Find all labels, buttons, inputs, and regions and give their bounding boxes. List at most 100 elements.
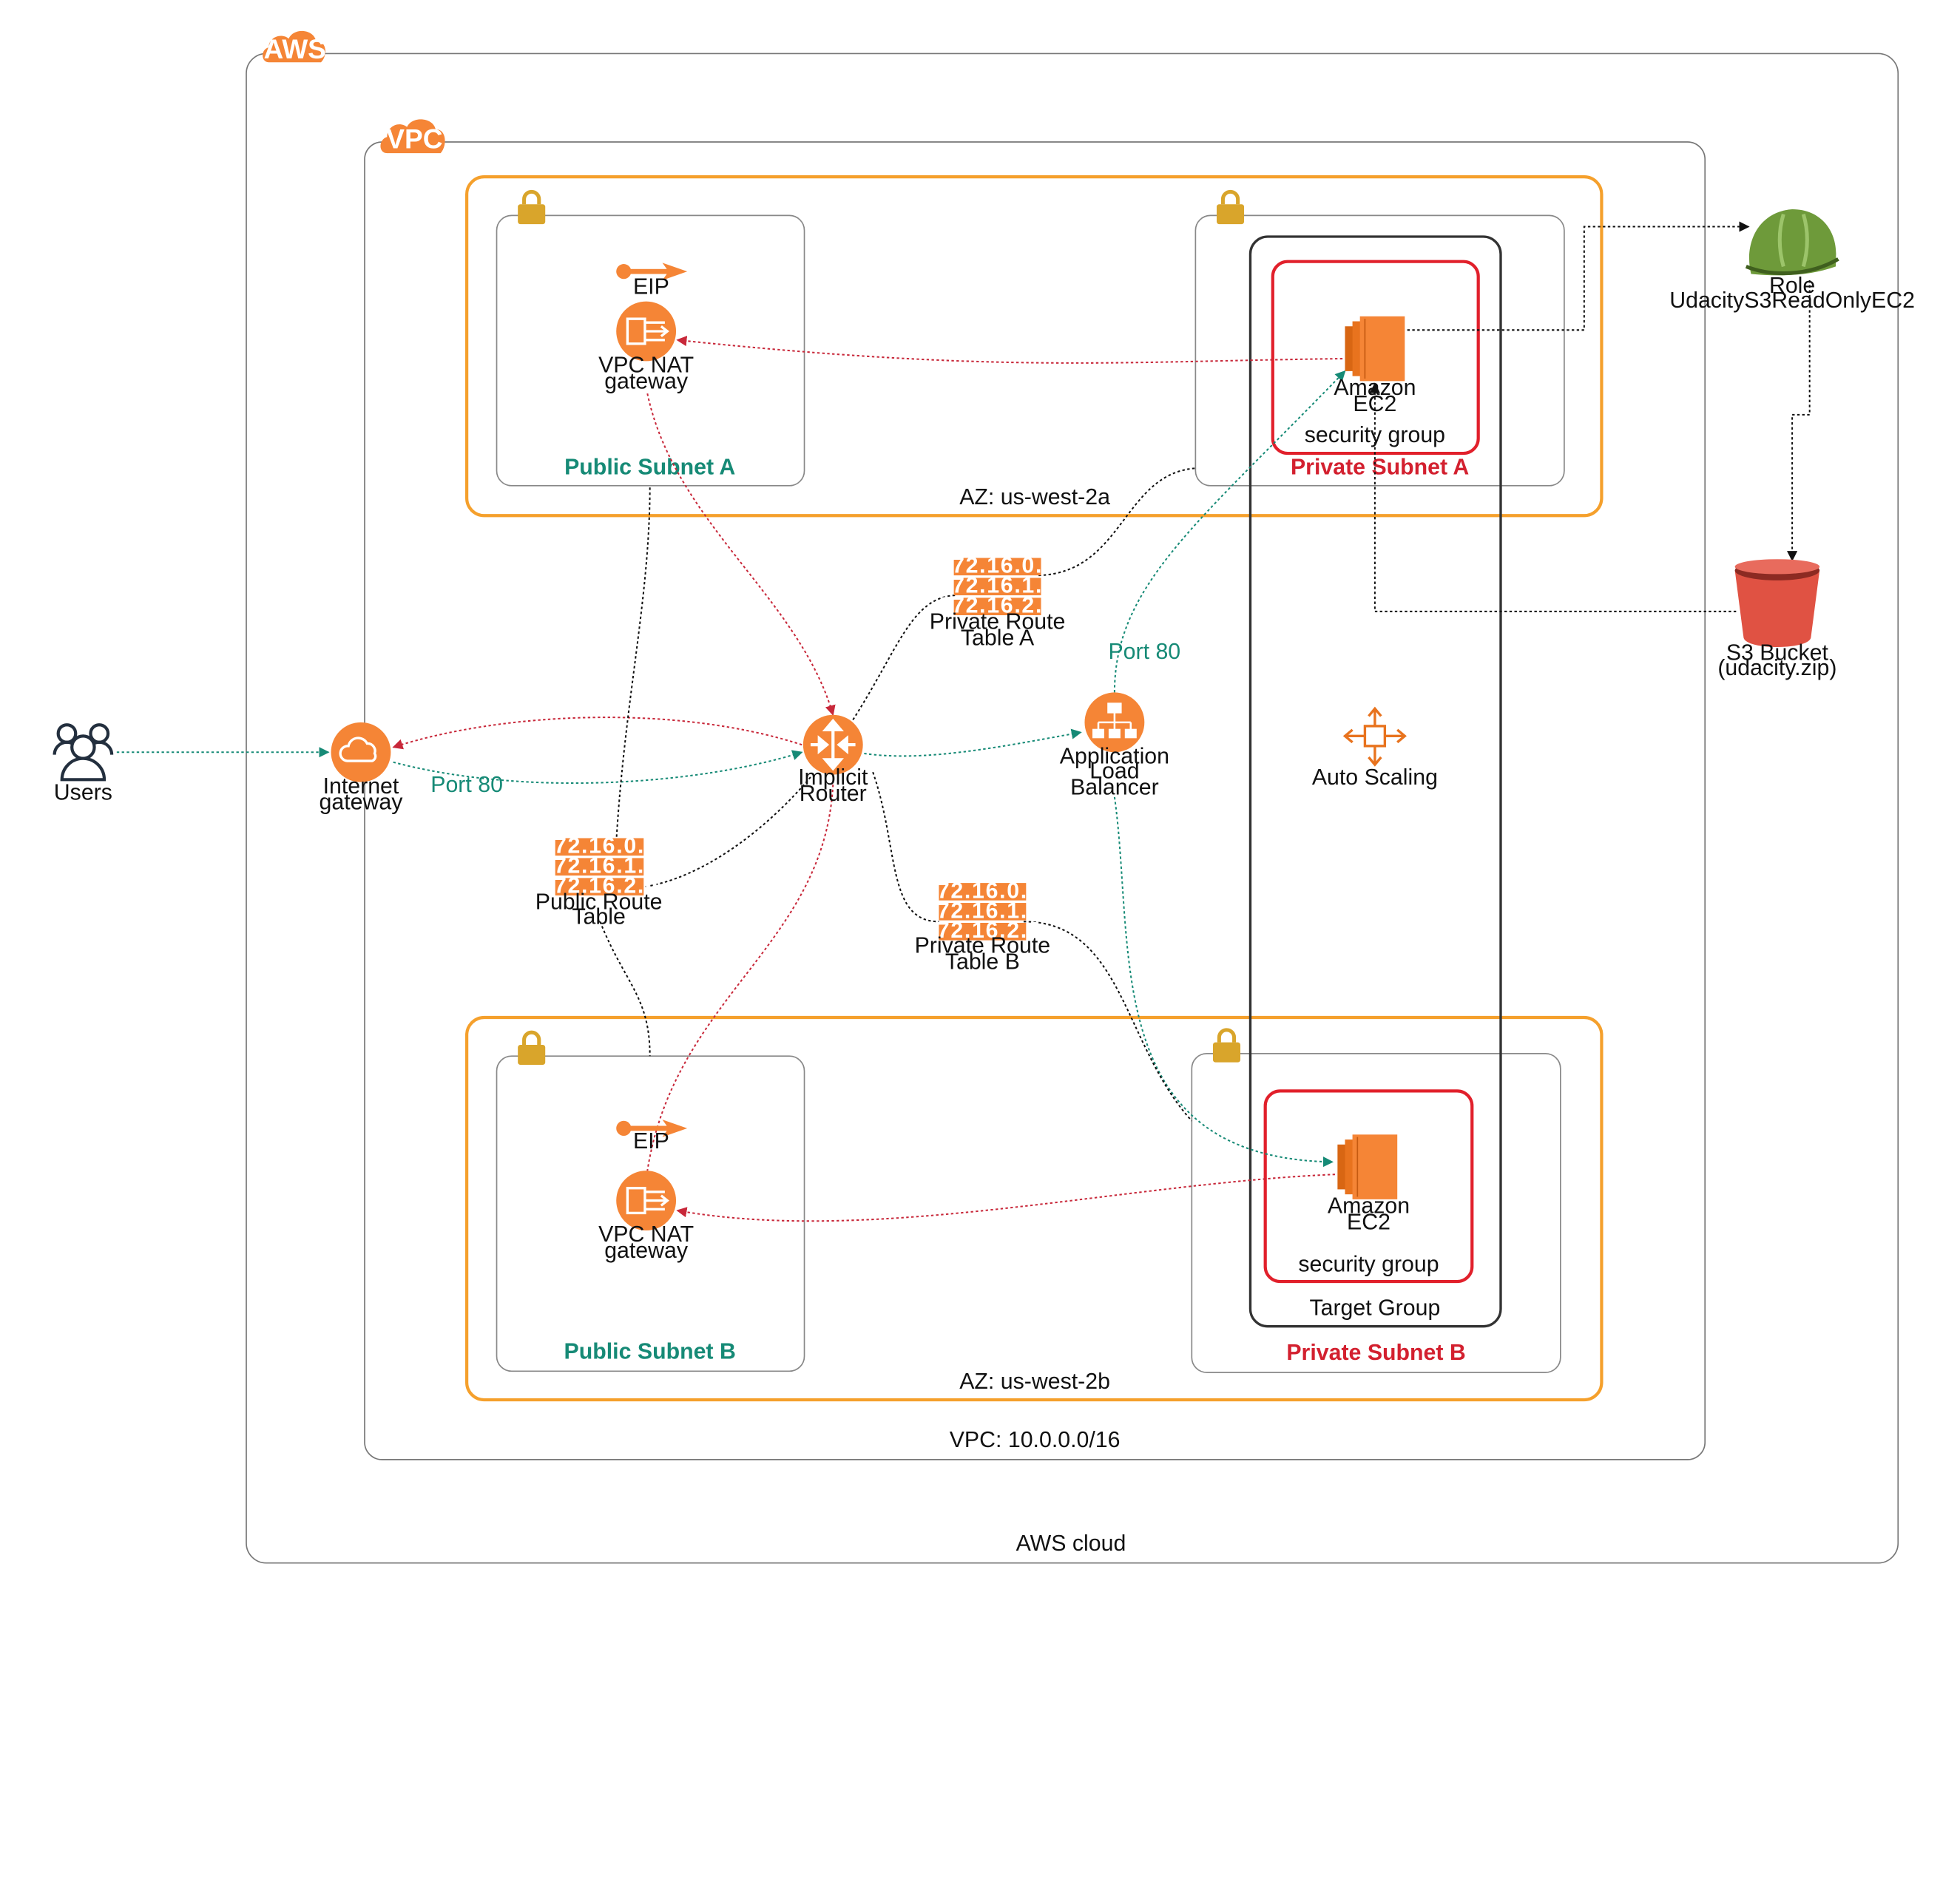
public-route-table[interactable]: 172.16.0.0 172.16.1.0 172.16.2.0 Public … [535, 834, 663, 929]
aws-badge-label: AWS [263, 33, 325, 64]
az-b-container: AZ: us-west-2b [464, 1015, 1604, 1402]
alb-label-2: Load [1089, 759, 1139, 784]
role-label-1: Role [1769, 274, 1815, 298]
ec2-b-label-2: EC2 [1347, 1210, 1390, 1234]
edge-router-natb [646, 784, 834, 1171]
route-ip: 172.16.2.0 [923, 918, 1041, 943]
nat-a-label-1: VPC NAT [598, 353, 694, 378]
internet-gateway-label-2: gateway [320, 790, 404, 815]
eip-b-label: EIP [633, 1129, 669, 1154]
edge-public-rt-subnet-a [615, 485, 651, 842]
nat-b-label-1: VPC NAT [598, 1222, 694, 1247]
auto-scaling-icon [1342, 706, 1407, 767]
lock-icon [1217, 189, 1245, 225]
users-node[interactable]: Users [53, 723, 114, 805]
s3-label-1: S3 Bucket [1726, 641, 1829, 666]
edge-label-port-igw: Port 80 [430, 773, 503, 797]
internet-gateway-node[interactable]: Internet gateway [320, 722, 404, 815]
private-subnet-b-label: Private Subnet B [1286, 1341, 1465, 1365]
ec2-a-label-1: Amazon [1334, 376, 1416, 400]
vpc-label: VPC: 10.0.0.0/16 [950, 1428, 1121, 1452]
public-route-table-label-2: Table [572, 905, 625, 929]
lock-icon [1212, 1028, 1240, 1063]
vpc-badge-label: VPC [386, 123, 442, 154]
eip-a-label: EIP [633, 274, 669, 299]
route-ip: 172.16.2.0 [939, 594, 1057, 618]
helmet-icon [1745, 209, 1839, 276]
edge-router-rta [852, 595, 956, 721]
implicit-router-node[interactable]: Implicit Router [798, 714, 868, 806]
az-b-label: AZ: us-west-2b [959, 1369, 1110, 1394]
route-table-icon [939, 883, 1027, 941]
route-ip: 172.16.2.0 [540, 874, 658, 898]
route-ip: 172.16.1.0 [540, 854, 658, 878]
private-subnet-a-label: Private Subnet A [1291, 456, 1469, 480]
edge-ec2b-natb [676, 1174, 1336, 1222]
edge-ec2a-role [1407, 221, 1750, 331]
private-subnet-b: Private Subnet B [1191, 1053, 1561, 1373]
private-route-table-b-label-2: Table B [945, 949, 1020, 974]
public-subnet-a-label: Public Subnet A [564, 456, 735, 480]
private-route-table-a-label-2: Table A [961, 626, 1035, 650]
nat-gateway-a-node[interactable]: VPC NAT gateway [598, 301, 694, 394]
route-ip: 172.16.0.0 [540, 834, 658, 859]
nat-gateway-b-node[interactable]: VPC NAT gateway [598, 1171, 694, 1263]
ec2-a-node[interactable]: Amazon EC2 [1334, 316, 1416, 416]
ec2-icon [1345, 316, 1405, 382]
edge-router-alb [864, 728, 1082, 757]
internet-gateway-label-1: Internet [323, 774, 399, 799]
security-group-b: security group [1263, 1089, 1474, 1284]
route-ip: 172.16.1.0 [939, 574, 1057, 598]
edge-s3-ec2a [1369, 382, 1737, 612]
security-group-b-label: security group [1298, 1253, 1439, 1277]
az-a-label: AZ: us-west-2a [959, 485, 1110, 509]
edge-router-rtb [872, 771, 939, 923]
private-route-table-b[interactable]: 172.16.0.0 172.16.1.0 172.16.2.0 Private… [915, 878, 1051, 974]
internet-gateway-icon [331, 722, 391, 782]
nat-a-label-2: gateway [604, 369, 689, 393]
eip-a-node[interactable]: EIP [616, 263, 688, 299]
eip-icon [616, 263, 688, 280]
iam-role-node[interactable]: Role UdacityS3ReadOnlyEC2 [1669, 209, 1915, 313]
router-label-2: Router [800, 782, 867, 806]
private-subnet-a: Private Subnet A [1194, 214, 1565, 487]
alb-label-3: Balancer [1070, 776, 1159, 800]
ec2-b-node[interactable]: Amazon EC2 [1328, 1134, 1410, 1234]
vpc-badge: VPC [380, 119, 445, 154]
private-route-table-a-label-1: Private Route [930, 610, 1066, 634]
edge-rtb-subnet-b [1023, 921, 1193, 1122]
bucket-icon [1734, 559, 1820, 647]
eip-b-node[interactable]: EIP [616, 1120, 688, 1154]
edge-public-rt-subnet-b [599, 921, 651, 1057]
route-table-icon [953, 558, 1041, 615]
route-ip: 172.16.0.0 [923, 878, 1041, 903]
users-icon [53, 723, 114, 782]
users-label: Users [54, 780, 112, 805]
edge-igw-router [393, 750, 803, 785]
aws-badge: AWS [263, 30, 326, 64]
alb-label-1: Application [1060, 744, 1169, 768]
edge-label-port-alb: Port 80 [1108, 640, 1180, 664]
private-route-table-a[interactable]: 172.16.0.0 172.16.1.0 172.16.2.0 Private… [930, 554, 1066, 651]
aws-cloud-label: AWS cloud [1016, 1531, 1126, 1556]
edge-ec2a-nata [676, 336, 1343, 364]
nat-b-label-2: gateway [604, 1239, 689, 1263]
target-group-container: Target Group [1248, 235, 1502, 1328]
lock-icon [518, 1030, 546, 1065]
edge-router-igw [392, 717, 802, 750]
edge-alb-ec2b [1113, 796, 1334, 1168]
auto-scaling-label: Auto Scaling [1312, 765, 1438, 790]
auto-scaling-node[interactable]: Auto Scaling [1312, 706, 1438, 790]
edge-router-public-rt [644, 776, 811, 888]
s3-label-2: (udacity.zip) [1717, 656, 1836, 680]
ec2-icon [1337, 1134, 1398, 1199]
public-route-table-label-1: Public Route [535, 890, 663, 914]
public-subnet-b-label: Public Subnet B [564, 1339, 736, 1364]
s3-bucket-node[interactable]: S3 Bucket (udacity.zip) [1717, 559, 1836, 680]
az-a-container: AZ: us-west-2a [464, 175, 1604, 518]
ec2-a-label-2: EC2 [1353, 392, 1396, 416]
application-load-balancer-node[interactable]: Application Load Balancer [1060, 692, 1169, 800]
ec2-b-label-1: Amazon [1328, 1193, 1410, 1218]
edge-role-s3 [1787, 280, 1811, 562]
